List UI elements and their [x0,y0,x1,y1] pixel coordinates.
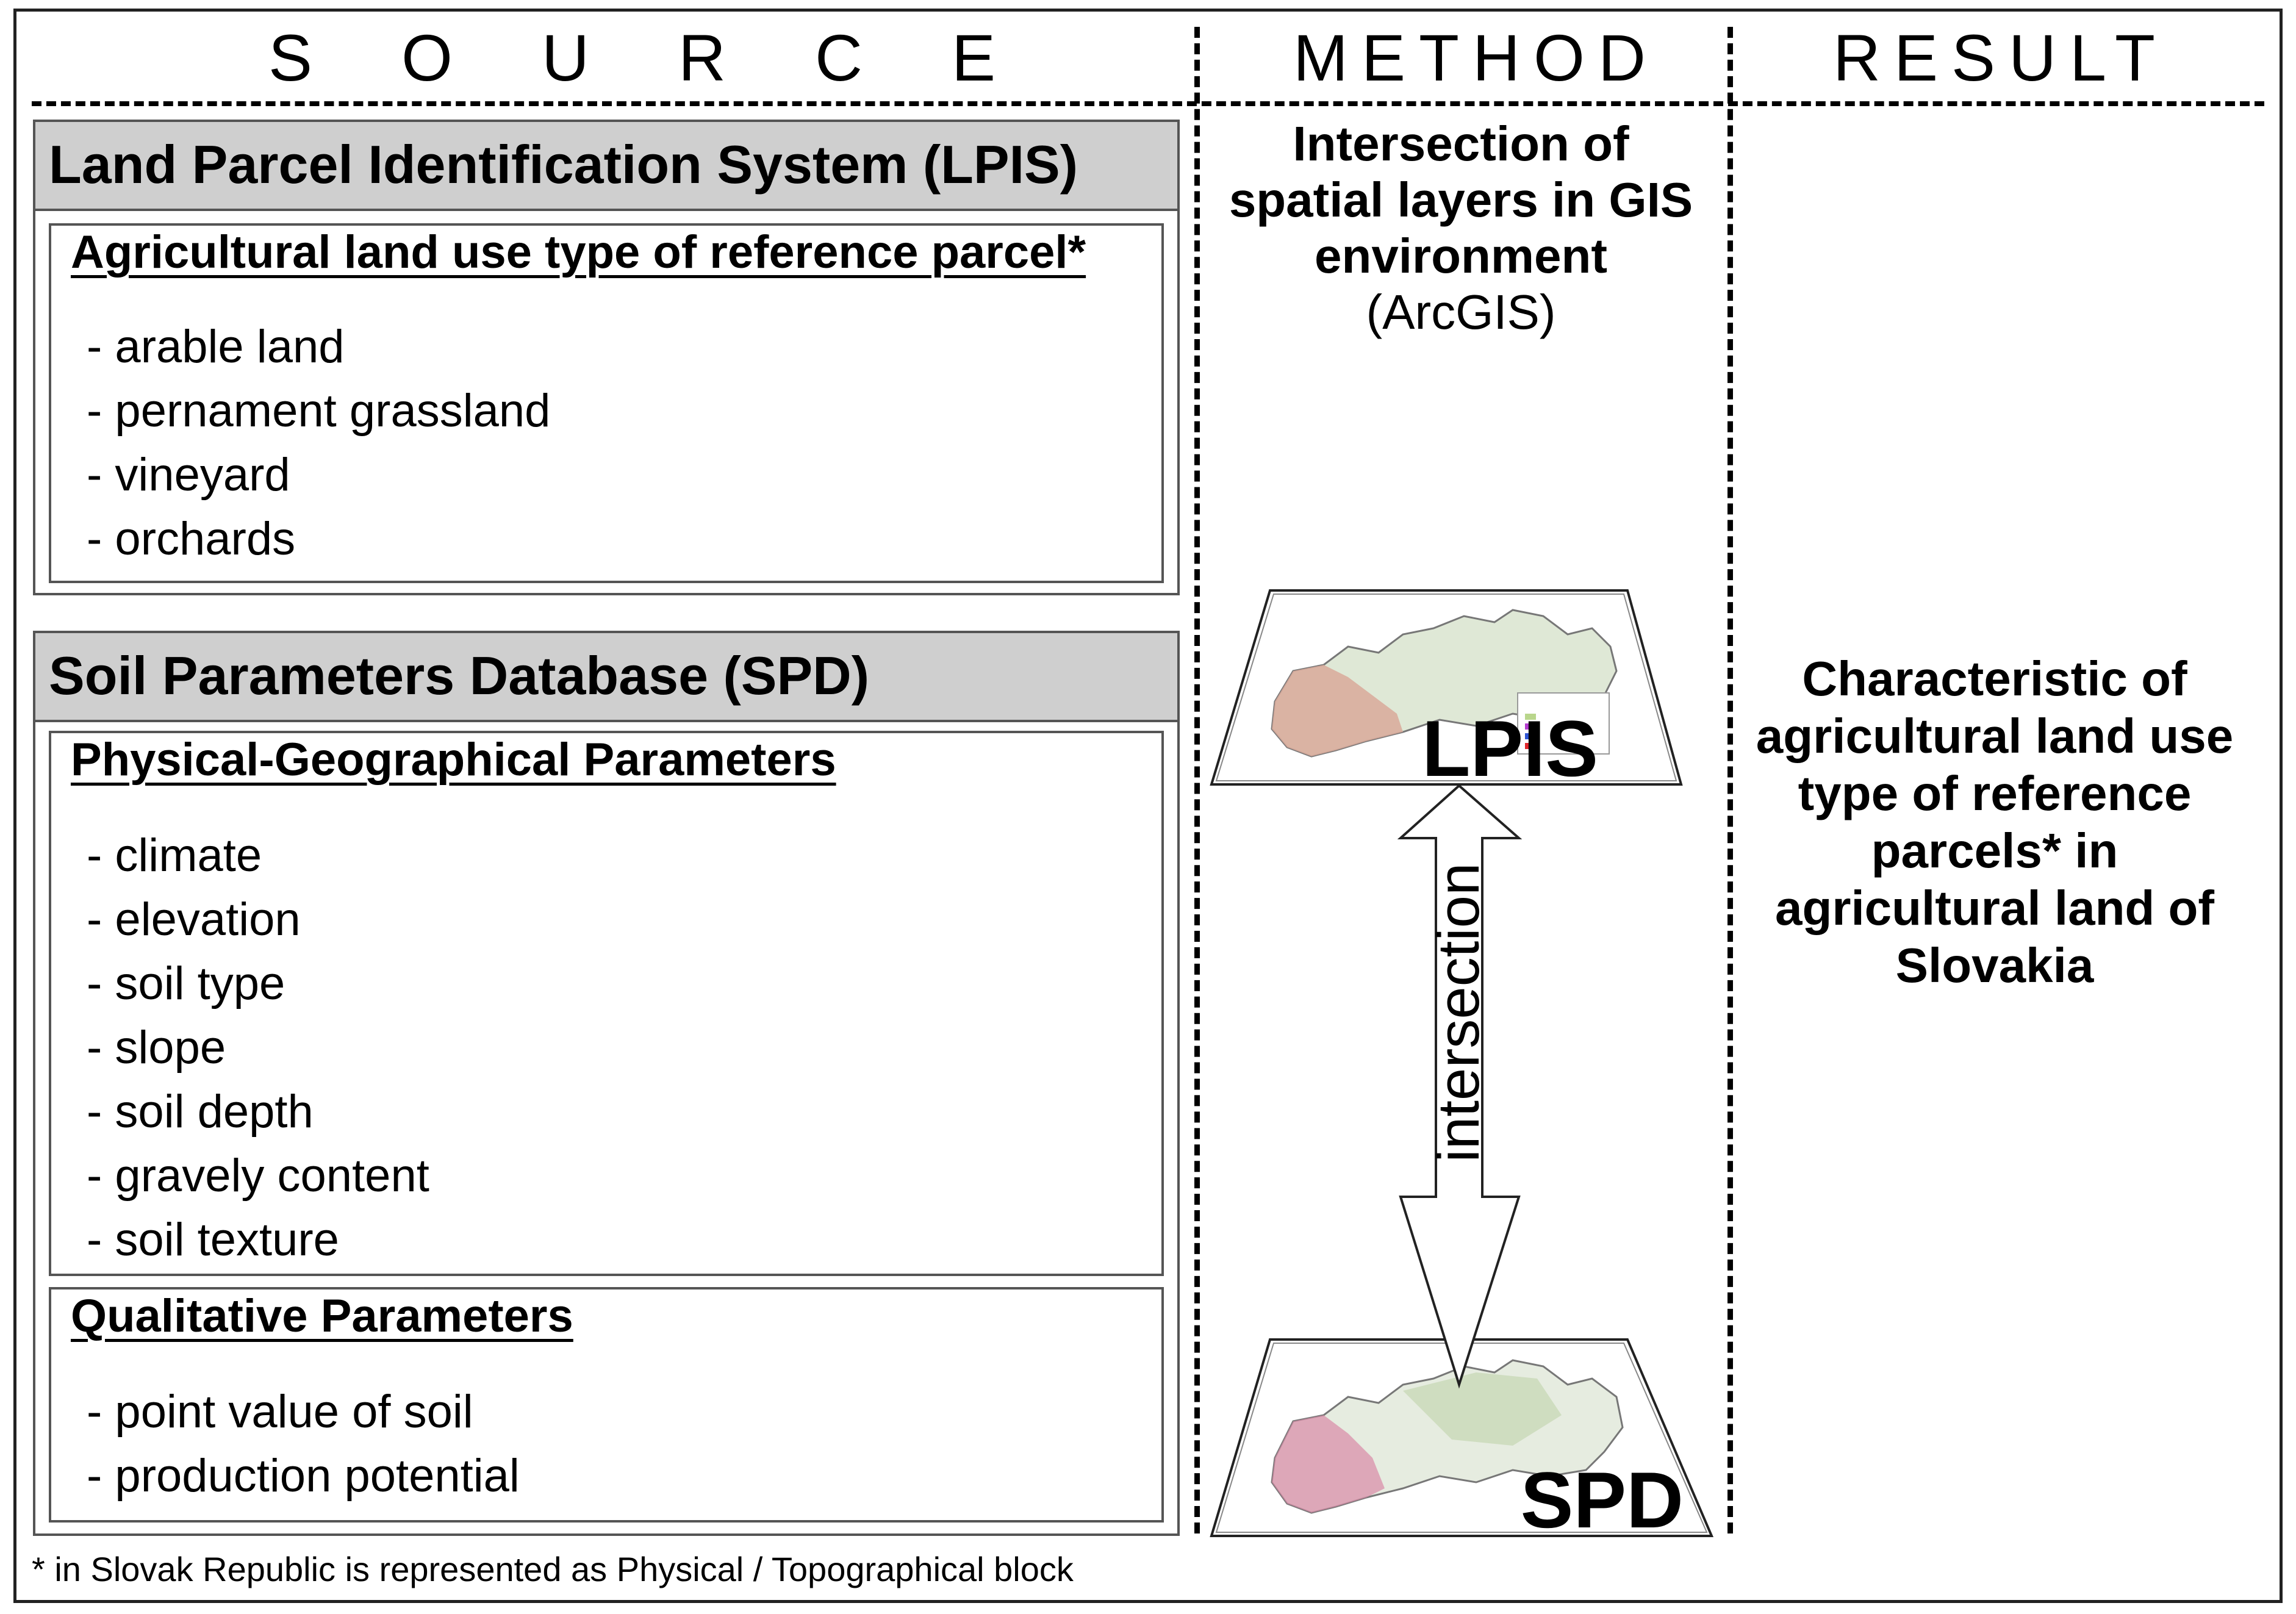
header-result: RESULT [1832,21,2169,95]
lpis-land-use-box: Agricultural land use type of reference … [49,223,1164,583]
lpis-map-label: LPIS [1422,704,1598,793]
method-description: Intersection of spatial layers in GIS en… [1208,116,1714,340]
lpis-subtitle: Agricultural land use type of reference … [71,226,1086,278]
lpis-map-layer: LPIS [1210,589,1683,793]
list-item: - production potential [87,1450,520,1502]
list-item: - soil depth [87,1086,314,1138]
list-item: - soil texture [87,1214,339,1266]
spd-map-label: SPD [1521,1455,1684,1544]
header-method: METHOD [1293,21,1659,95]
list-item: - slope [87,1022,226,1074]
intersection-label: intersection [1426,863,1491,1163]
list-item: - orchards [87,513,296,565]
list-item: - climate [87,830,262,881]
lpis-land-use-list: - arable land - pernament grassland - vi… [87,315,550,571]
method-line: (ArcGIS) [1366,285,1556,339]
lpis-title: Land Parcel Identification System (LPIS) [33,120,1180,211]
lpis-panel: Land Parcel Identification System (LPIS)… [33,120,1180,595]
spd-panel: Soil Parameters Database (SPD) Physical-… [33,631,1180,1536]
spd-physical-box: Physical-Geographical Parameters - clima… [49,731,1164,1276]
result-line: agricultural land use [1756,709,2234,763]
result-description: Characteristic of agricultural land use … [1732,650,2257,994]
footnote: * in Slovak Republic is represented as P… [32,1550,1074,1588]
column-divider-left [1194,27,1200,1533]
list-item: - pernament grassland [87,385,551,437]
spd-map-layer: SPD [1210,1338,1714,1544]
list-item: - soil type [87,958,285,1010]
method-line: Intersection of [1293,117,1629,171]
list-item: - arable land [87,321,345,373]
intersection-arrow: intersection [1397,784,1523,1389]
list-item: - elevation [87,894,301,945]
list-item: - point value of soil [87,1386,473,1438]
result-line: Characteristic of [1802,651,2187,706]
diagram-frame [13,9,2283,1603]
list-item: - gravely content [87,1150,429,1202]
spd-qualitative-box: Qualitative Parameters - point value of … [49,1287,1164,1523]
spd-qualitative-subtitle: Qualitative Parameters [71,1290,573,1342]
list-item: - vineyard [87,449,290,501]
method-line: environment [1314,229,1608,283]
method-line: spatial layers in GIS [1229,173,1693,227]
spd-title: Soil Parameters Database (SPD) [33,631,1180,722]
header-source: S O U R C E [268,21,1031,95]
spd-physical-subtitle: Physical-Geographical Parameters [71,734,836,786]
result-line: Slovakia [1895,938,2094,992]
result-line: type of reference [1798,766,2192,820]
result-line: parcels* in [1871,823,2118,878]
spd-physical-list: - climate - elevation - soil type - slop… [87,823,429,1272]
column-divider-right [1727,27,1733,1533]
spd-qualitative-list: - point value of soil - production poten… [87,1380,520,1508]
header-divider [32,101,2264,106]
result-line: agricultural land of [1774,881,2215,935]
